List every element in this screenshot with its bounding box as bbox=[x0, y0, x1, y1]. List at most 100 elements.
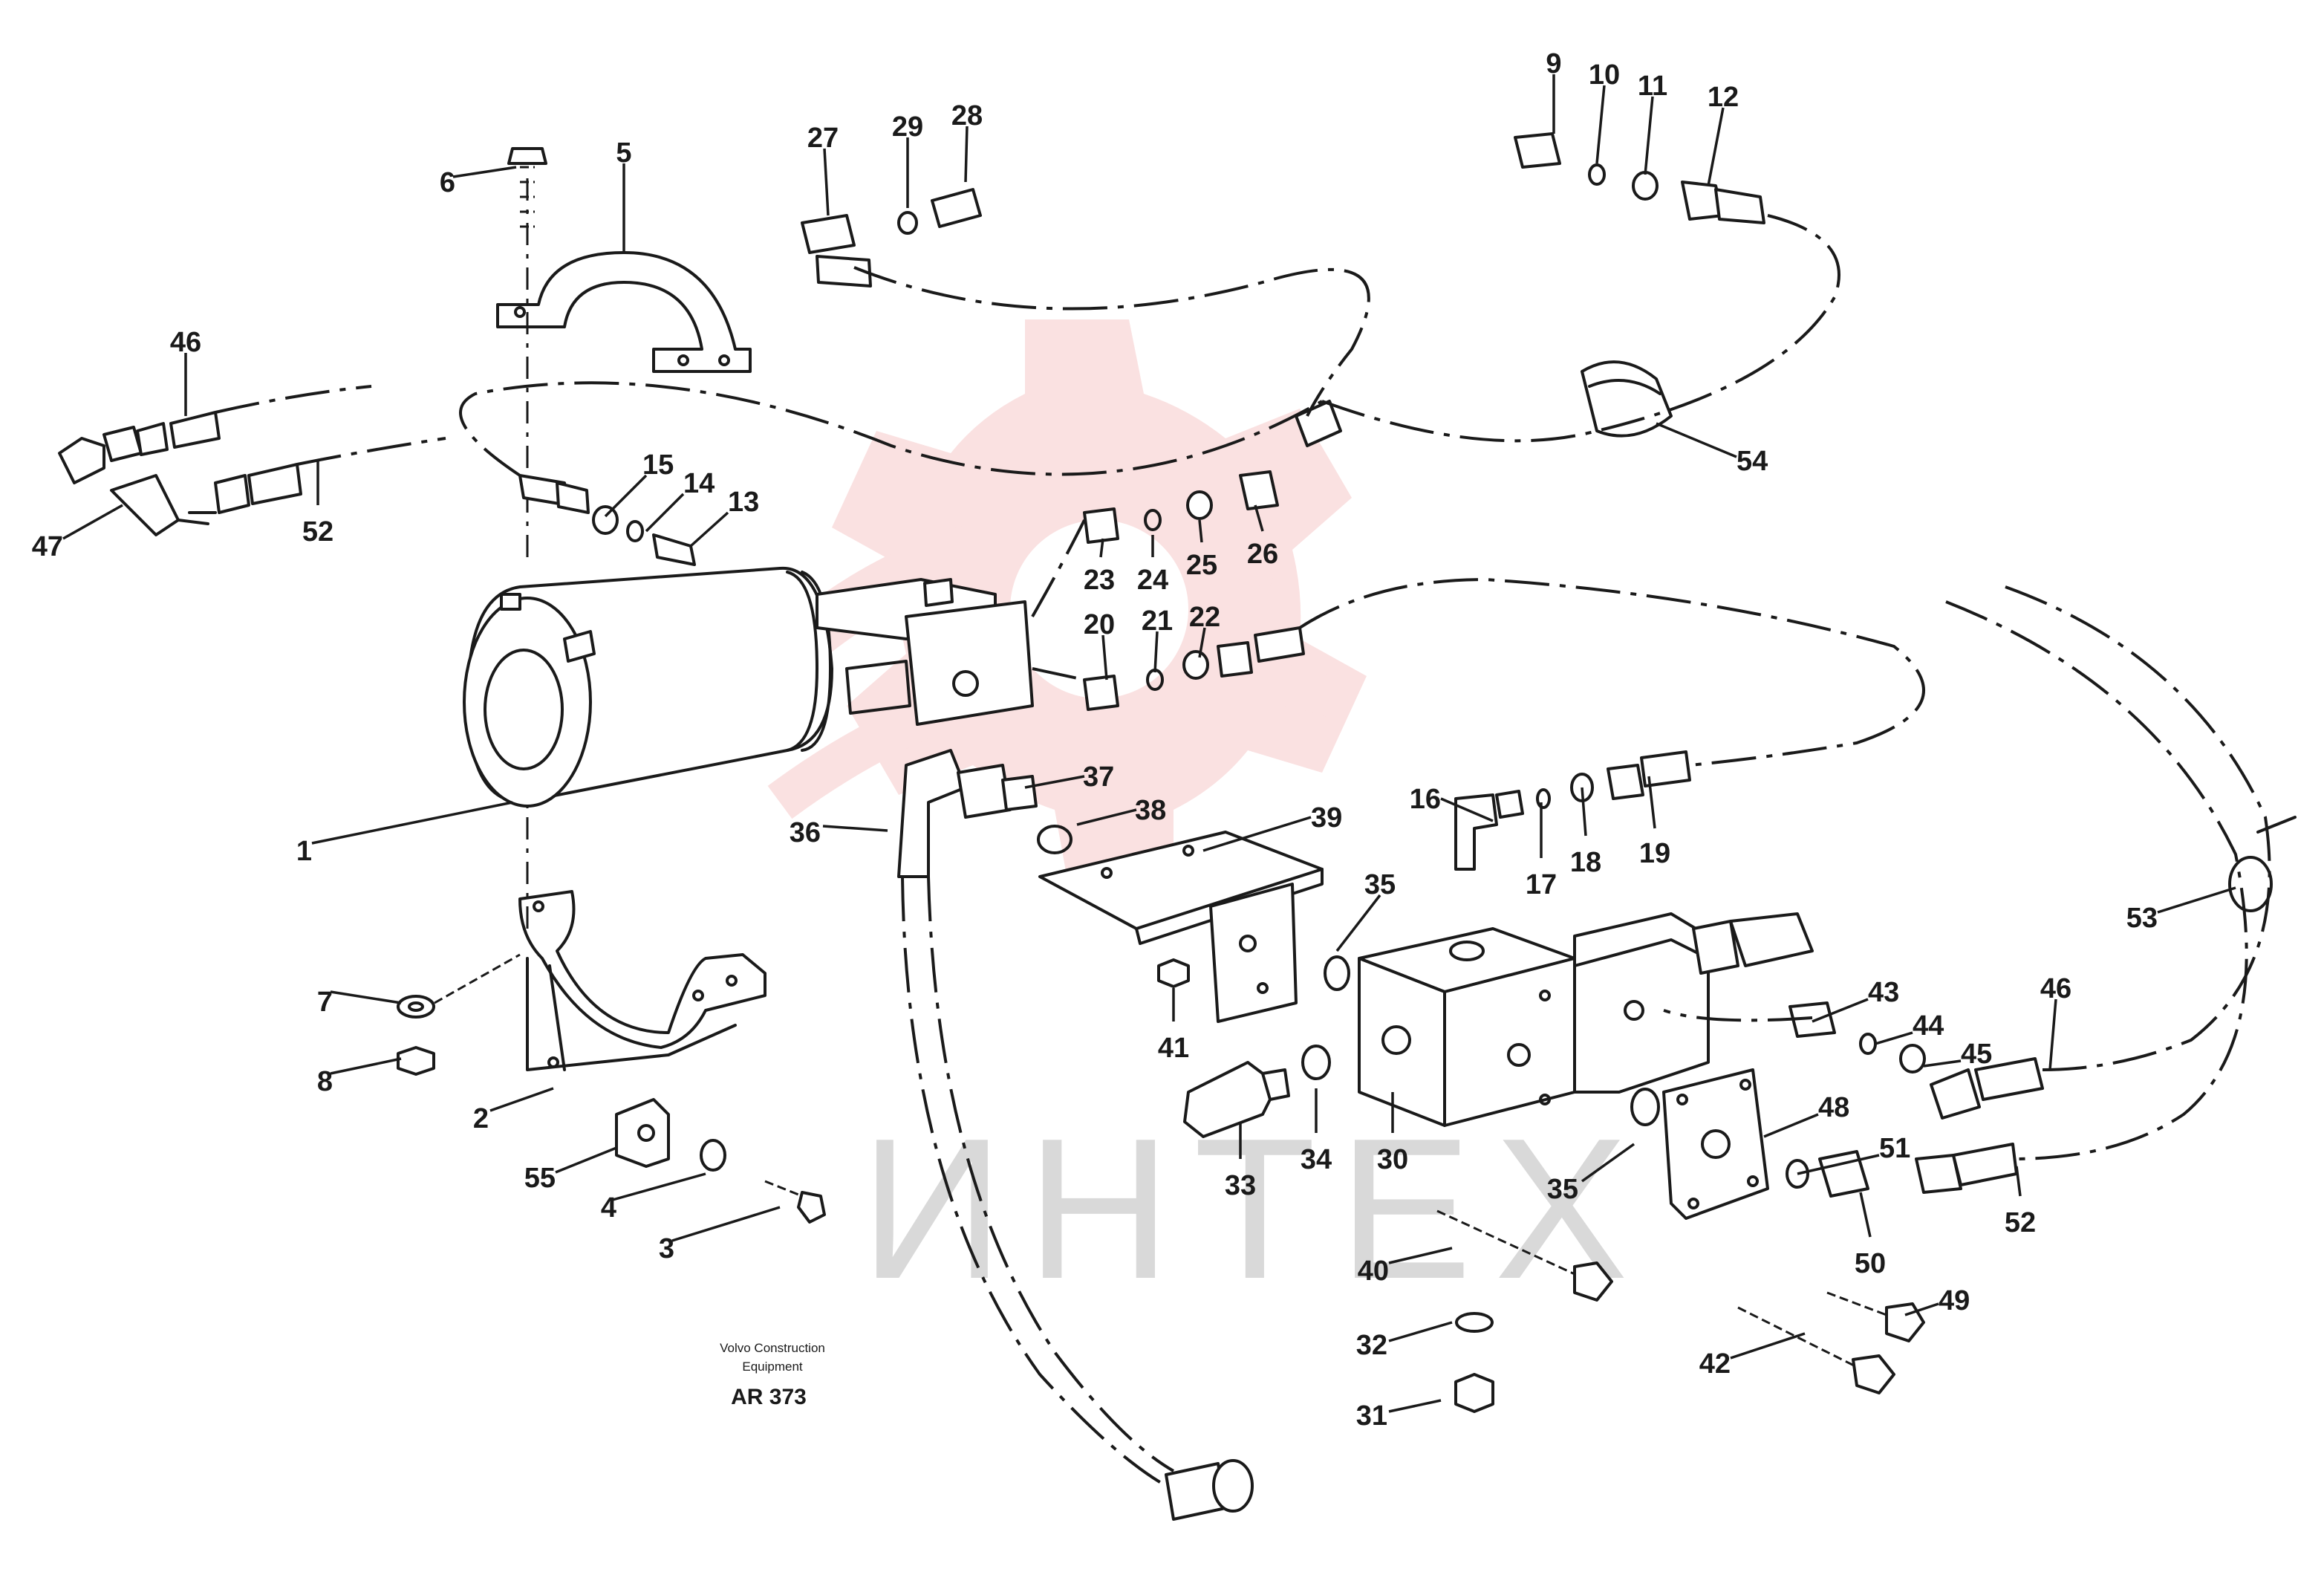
nut-31 bbox=[1454, 1373, 1494, 1413]
leader-line-44 bbox=[1875, 1031, 1913, 1045]
callout-14: 14 bbox=[683, 468, 715, 499]
callout-39: 39 bbox=[1311, 802, 1342, 834]
fittings-27-29 bbox=[801, 188, 982, 288]
leader-line-8 bbox=[330, 1057, 402, 1075]
leader-line-22 bbox=[1198, 627, 1206, 658]
callout-43: 43 bbox=[1868, 977, 1899, 1008]
fittings-13-15 bbox=[518, 474, 696, 566]
leader-line-43 bbox=[1812, 998, 1869, 1023]
callout-17: 17 bbox=[1526, 869, 1557, 900]
callout-50: 50 bbox=[1855, 1248, 1886, 1279]
hose-clamp-54 bbox=[1581, 360, 1673, 438]
leader-line-51 bbox=[1797, 1154, 1880, 1175]
valve-block-30 bbox=[1358, 912, 1814, 1127]
callout-22: 22 bbox=[1189, 602, 1220, 633]
fittings-20-22 bbox=[1083, 626, 1305, 711]
leader-line-55 bbox=[555, 1146, 617, 1174]
callout-1: 1 bbox=[296, 836, 312, 867]
leader-line-2 bbox=[489, 1087, 554, 1112]
leader-line-46b bbox=[2048, 998, 2057, 1071]
leader-line-4 bbox=[612, 1172, 706, 1201]
callout-36: 36 bbox=[790, 817, 821, 848]
callout-55: 55 bbox=[524, 1163, 556, 1194]
leader-line-16 bbox=[1440, 797, 1494, 822]
nut-8 bbox=[397, 1046, 435, 1076]
callout-46: 46 bbox=[170, 327, 201, 358]
washer-32 bbox=[1455, 1312, 1494, 1333]
fittings-50-52 bbox=[1786, 1143, 2018, 1198]
leader-line-3 bbox=[671, 1206, 781, 1242]
bracket-55 bbox=[615, 1098, 670, 1168]
callout-23: 23 bbox=[1084, 565, 1115, 596]
credit-line-2: Equipment bbox=[742, 1360, 803, 1374]
callout-15: 15 bbox=[642, 449, 674, 481]
callout-47: 47 bbox=[32, 531, 63, 562]
leader-line-38 bbox=[1076, 808, 1137, 826]
leader-line-28 bbox=[964, 126, 969, 183]
callout-26: 26 bbox=[1247, 539, 1278, 570]
credit-line-1: Volvo Construction bbox=[720, 1341, 825, 1355]
callout-12: 12 bbox=[1708, 82, 1739, 113]
air-tank-1 bbox=[463, 566, 1034, 808]
callout-29: 29 bbox=[892, 111, 923, 143]
leader-line-21 bbox=[1153, 631, 1159, 673]
callout-41: 41 bbox=[1158, 1033, 1189, 1064]
callout-18: 18 bbox=[1570, 847, 1601, 878]
callout-35: 35 bbox=[1364, 869, 1396, 900]
callout-21: 21 bbox=[1142, 605, 1173, 637]
watermark-text: ИНТЕХ bbox=[860, 1097, 1650, 1321]
callout-20: 20 bbox=[1084, 609, 1115, 640]
leader-line-15 bbox=[604, 474, 648, 518]
washer-34 bbox=[1301, 1045, 1331, 1080]
callout-16: 16 bbox=[1410, 784, 1441, 815]
callout-40: 40 bbox=[1358, 1256, 1389, 1287]
callout-52b: 52 bbox=[2005, 1207, 2036, 1238]
leader-line-42 bbox=[1730, 1332, 1806, 1360]
leader-line-7 bbox=[330, 990, 402, 1004]
leader-line-20 bbox=[1101, 634, 1108, 681]
callout-7: 7 bbox=[317, 987, 333, 1018]
leader-line-31 bbox=[1388, 1399, 1442, 1413]
callout-35b: 35 bbox=[1547, 1174, 1578, 1205]
callout-2: 2 bbox=[473, 1103, 489, 1134]
bolt-49 bbox=[1826, 1291, 1925, 1342]
washer-4 bbox=[700, 1139, 726, 1172]
watermark-logo bbox=[723, 319, 1367, 891]
callout-38: 38 bbox=[1135, 795, 1166, 826]
leader-line-40 bbox=[1388, 1247, 1453, 1264]
leader-line-11 bbox=[1644, 96, 1654, 175]
lower-hose-end bbox=[1165, 1459, 1254, 1521]
callout-37: 37 bbox=[1083, 761, 1114, 793]
callout-52: 52 bbox=[302, 516, 333, 548]
callout-27: 27 bbox=[807, 123, 839, 154]
lower-clamp-2 bbox=[518, 890, 766, 1071]
leader-line-12 bbox=[1707, 107, 1725, 186]
leader-line-36 bbox=[822, 825, 888, 832]
leader-line-49 bbox=[1904, 1302, 1939, 1316]
fittings-9-12 bbox=[1514, 132, 1765, 224]
drawing-code: AR 373 bbox=[731, 1385, 807, 1409]
callout-42: 42 bbox=[1699, 1348, 1731, 1380]
leader-line-50 bbox=[1859, 1192, 1872, 1238]
hose-fitting-46-left bbox=[136, 411, 221, 456]
o-ring-35 bbox=[1324, 955, 1660, 1126]
callout-32: 32 bbox=[1356, 1330, 1387, 1361]
hose-clip-53 bbox=[2228, 816, 2297, 912]
callout-28: 28 bbox=[951, 100, 983, 131]
fittings-43-45 bbox=[1788, 1001, 2044, 1120]
callout-8: 8 bbox=[317, 1066, 333, 1097]
upper-clamp-5 bbox=[496, 251, 752, 373]
washer-7 bbox=[397, 953, 521, 1019]
leader-line-1 bbox=[311, 801, 513, 845]
leader-line-52b bbox=[2015, 1166, 2022, 1197]
leader-line-10 bbox=[1595, 85, 1606, 164]
leader-line-47 bbox=[62, 504, 123, 540]
callout-51: 51 bbox=[1879, 1133, 1910, 1164]
cover-plate-48 bbox=[1662, 1068, 1769, 1220]
callout-9: 9 bbox=[1546, 48, 1561, 79]
callout-53: 53 bbox=[2126, 903, 2158, 934]
leader-line-39 bbox=[1202, 816, 1312, 852]
leader-line-35 bbox=[1335, 894, 1381, 952]
callout-6: 6 bbox=[440, 167, 455, 198]
